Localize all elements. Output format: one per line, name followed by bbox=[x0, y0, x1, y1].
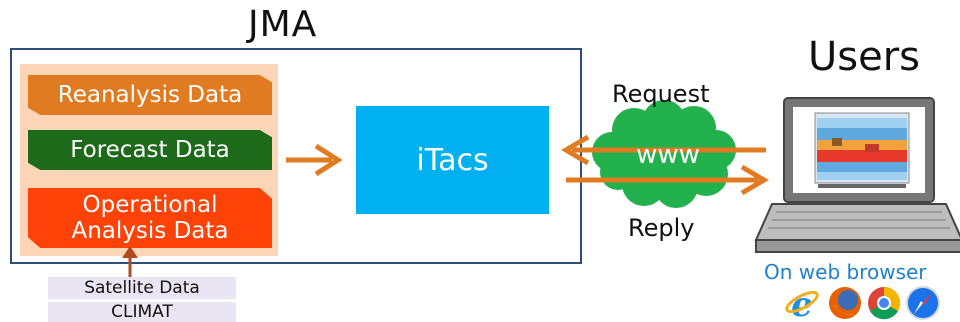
climat-label: CLIMAT bbox=[48, 302, 236, 322]
arrow-reply-to-users bbox=[566, 164, 769, 196]
operational-analysis-data-label: Operational Analysis Data bbox=[28, 188, 272, 248]
forecast-data-label: Forecast Data bbox=[28, 130, 272, 170]
www-label: www bbox=[636, 140, 700, 170]
browser-caption: On web browser bbox=[764, 260, 927, 284]
arrow-request-to-itacs bbox=[561, 134, 766, 166]
chrome-icon bbox=[868, 286, 901, 320]
reanalysis-data-label: Reanalysis Data bbox=[28, 75, 272, 115]
satellite-data-label: Satellite Data bbox=[48, 277, 236, 299]
reply-label: Reply bbox=[628, 214, 695, 242]
arrow-data-to-itacs bbox=[286, 143, 343, 177]
arrow-input-up bbox=[122, 246, 138, 278]
safari-icon bbox=[906, 286, 940, 320]
itacs-label: iTacs bbox=[416, 142, 489, 178]
request-label: Request bbox=[612, 80, 710, 108]
operational-label-line2: Analysis Data bbox=[71, 218, 229, 244]
laptop-icon bbox=[754, 97, 960, 253]
jma-title: JMA bbox=[248, 4, 318, 45]
itacs-box: iTacs bbox=[356, 106, 549, 214]
weather-map-thumbnail bbox=[814, 112, 910, 188]
ie-icon: e bbox=[785, 285, 819, 322]
users-title: Users bbox=[808, 34, 921, 80]
operational-label-line1: Operational bbox=[82, 192, 218, 218]
firefox-icon bbox=[829, 287, 861, 319]
